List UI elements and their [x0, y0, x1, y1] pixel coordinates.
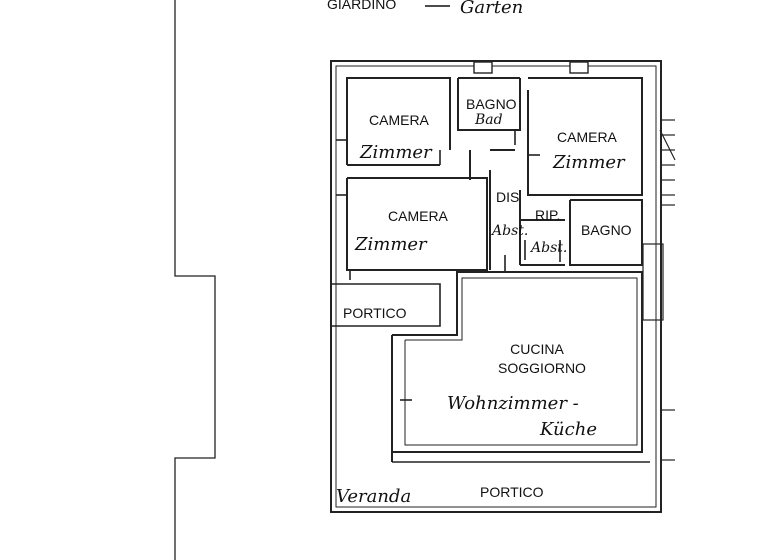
garden-note: Garten: [460, 0, 523, 18]
bedroom-1-label: CAMERA: [369, 112, 430, 128]
kitchen-note-1: Wohnzimmer -: [447, 393, 579, 414]
top-windows: [473, 61, 589, 74]
kitchen-living-walls: [391, 271, 650, 463]
bathroom-2-label: BAGNO: [581, 222, 632, 238]
interior-walls: [346, 77, 643, 271]
hall-label: DIS: [496, 189, 519, 205]
porch-lower-note: Veranda: [336, 486, 411, 507]
outer-walls: [330, 60, 662, 513]
porch-lower-label: PORTICO: [480, 484, 544, 500]
bedroom-2-note: Zimmer: [552, 152, 626, 173]
bedroom-2-label: CAMERA: [557, 129, 618, 145]
bedroom-3-note: Zimmer: [354, 234, 428, 255]
bathroom-1-note: Bad: [474, 112, 503, 128]
storage-label: RIP.: [535, 207, 560, 223]
kitchen-label-2: SOGGIORNO: [498, 360, 586, 376]
garden-label: GIARDINO: [327, 0, 396, 12]
bathroom-1-label: BAGNO: [466, 96, 517, 112]
site-outline: [174, 0, 216, 560]
door-marks: [336, 130, 561, 401]
porch-upper-walls: [331, 283, 441, 327]
kitchen-note-2: Küche: [539, 419, 597, 440]
porch-upper-label: PORTICO: [343, 305, 407, 321]
storage-note: Abst.: [529, 240, 567, 256]
kitchen-label-1: CUCINA: [510, 341, 564, 357]
exterior-stairs: [642, 119, 676, 461]
bedroom-3-label: CAMERA: [388, 208, 449, 224]
bedroom-1-note: Zimmer: [359, 142, 433, 163]
hall-note: Abst.: [490, 223, 528, 239]
